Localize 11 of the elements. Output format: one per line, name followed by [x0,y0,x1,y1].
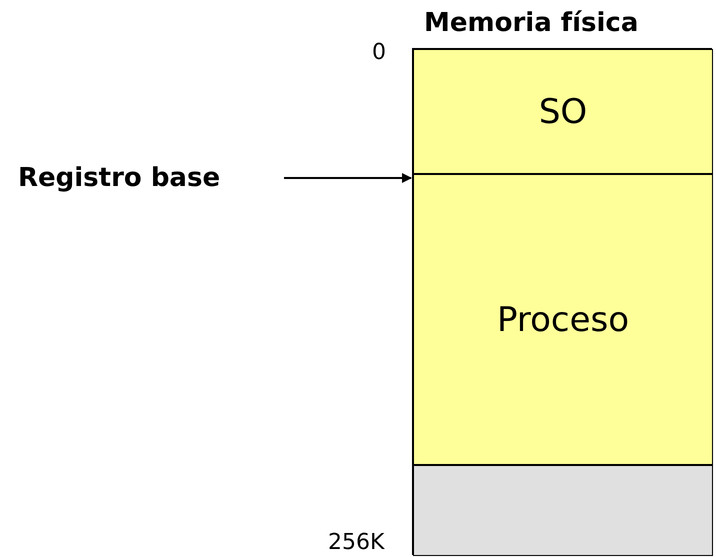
memory-column [412,48,712,555]
segment-label: Proceso [496,300,630,340]
address-label: 256K [328,530,384,555]
memory-segment [413,174,713,465]
arrow [284,173,412,183]
register-label: Registro base [18,158,272,198]
memory-segment [413,465,713,556]
memory-heading: Memoria física [424,8,638,38]
memory-segment [413,49,713,174]
segment-label: SO [538,92,588,132]
address-label: 0 [372,40,386,65]
